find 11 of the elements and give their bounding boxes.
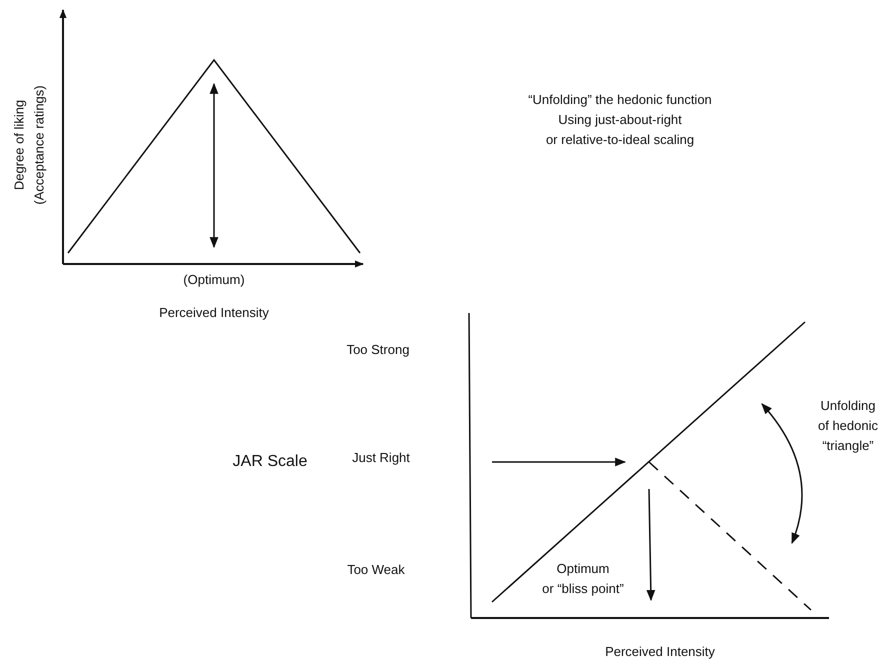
scale-label: Too Weak [347, 561, 405, 579]
axis-label: (Optimum) [183, 271, 245, 289]
heading-text: “Unfolding” the hedonic function Using just-about-right or relative-to-ideal scaling [528, 91, 712, 149]
annotation-text: Unfolding of hedonic “triangle” [818, 397, 878, 455]
axis-title: Perceived Intensity [605, 643, 715, 660]
axis-title: Perceived Intensity [159, 304, 269, 322]
axis-title: JAR Scale [232, 452, 308, 472]
scale-label: Too Strong [346, 341, 410, 359]
annotation-text: Optimum or “bliss point” [542, 560, 624, 598]
axis-title: Degree of liking (Acceptance ratings) [11, 85, 48, 205]
scale-label: Just Right [352, 449, 410, 467]
